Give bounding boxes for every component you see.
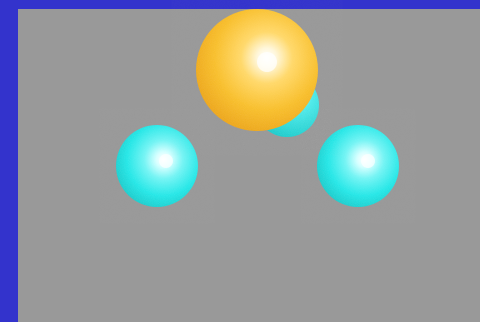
cyan-sphere-left	[116, 125, 198, 207]
viewport	[18, 9, 480, 322]
cyan-left-highlight	[159, 154, 173, 168]
gold-highlight	[257, 52, 277, 72]
gold-sphere	[196, 9, 318, 131]
cyan-sphere-right	[317, 125, 399, 207]
cyan-right-highlight	[361, 154, 375, 168]
